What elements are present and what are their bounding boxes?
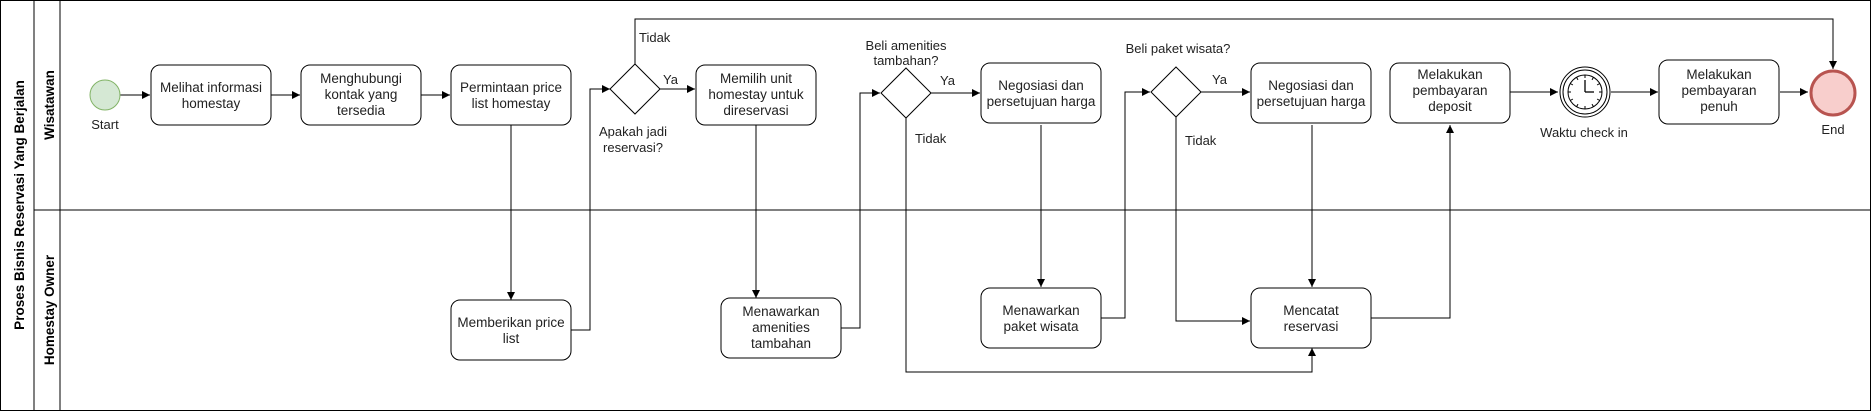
task-text-line: Melihat informasi — [160, 80, 262, 95]
task-text-line: Melakukan — [1686, 67, 1751, 82]
pool-title: Proses Bisnis Reservasi Yang Berjalan — [12, 80, 27, 330]
gateway-beli-amenities[interactable] — [880, 67, 932, 119]
gateway-jadi-reservasi[interactable] — [609, 63, 661, 115]
flow-label-g2-tidak: Tidak — [915, 131, 947, 146]
gateway-label-beli-paket-wisata: Beli paket wisata? — [1126, 41, 1231, 56]
flow-t8-g3 — [1101, 88, 1150, 319]
task-text-line: Melakukan — [1417, 67, 1482, 82]
flow-label-g2-ya: Ya — [940, 73, 956, 88]
flow-g2-t10-tidak — [905, 118, 1316, 373]
task-text-line: homestay untuk — [708, 87, 804, 102]
task-text-line: kontak yang — [325, 87, 398, 102]
gateway-label-line: Apakah jadi — [599, 124, 667, 139]
task-text-line: list homestay — [472, 96, 551, 111]
task-text-line: amenities — [752, 320, 810, 335]
flow-label-g1-tidak: Tidak — [639, 30, 671, 45]
task-text-line: persetujuan harga — [987, 94, 1096, 109]
task-text-line: Memilih unit — [720, 71, 792, 86]
flow-label-g1-ya: Ya — [663, 72, 679, 87]
task-text-line: reservasi — [1284, 319, 1339, 334]
end-label: End — [1821, 122, 1844, 137]
task-text-line: persetujuan harga — [1257, 94, 1366, 109]
task-text-line: homestay — [182, 96, 241, 111]
timer-label: Waktu check in — [1540, 125, 1628, 140]
task-text-line: list — [503, 331, 520, 346]
task-text-line: Mencatat — [1283, 303, 1339, 318]
task-text-line: Menawarkan — [742, 304, 819, 319]
task-text-line: deposit — [1428, 99, 1472, 114]
flow-t10-t11 — [1371, 125, 1454, 319]
gateway-label-line: Beli amenities — [866, 38, 947, 53]
task-text-line: pembayaran — [1412, 83, 1487, 98]
timer-icon[interactable] — [1559, 66, 1611, 118]
flow-g1-end-tidak — [634, 18, 1837, 69]
start-event[interactable] — [89, 79, 121, 111]
task-text-line: paket wisata — [1003, 319, 1079, 334]
task-text-line: Negosiasi dan — [998, 78, 1084, 93]
task-text-line: Memberikan price — [457, 315, 564, 330]
flow-t4-g1 — [571, 85, 610, 331]
end-event[interactable] — [1809, 69, 1857, 117]
gateway-label-line: tambahan? — [873, 53, 938, 68]
task-text-line: tersedia — [337, 103, 386, 118]
lane-title-homestay-owner: Homestay Owner — [42, 254, 57, 365]
start-label: Start — [91, 117, 119, 132]
task-text-line: penuh — [1700, 99, 1738, 114]
gateway-label-line: reservasi? — [603, 140, 663, 155]
lane-title-wisatawan: Wisatawan — [42, 70, 57, 140]
task-text-line: pembayaran — [1681, 83, 1756, 98]
flow-label-g3-ya: Ya — [1212, 72, 1228, 87]
gateway-beli-paket-wisata[interactable] — [1150, 66, 1202, 118]
task-text-line: direservasi — [723, 103, 788, 118]
task-text-line: Menghubungi — [320, 71, 402, 86]
sequence-flows — [120, 18, 1837, 373]
flow-label-g3-tidak: Tidak — [1185, 133, 1217, 148]
flow-t6-g2 — [841, 89, 880, 329]
flow-g3-t10-tidak — [1175, 117, 1250, 325]
task-text-line: tambahan — [751, 336, 811, 351]
task-text-line: Negosiasi dan — [1268, 78, 1354, 93]
task-text-line: Menawarkan — [1002, 303, 1079, 318]
task-text-line: Permintaan price — [460, 80, 562, 95]
